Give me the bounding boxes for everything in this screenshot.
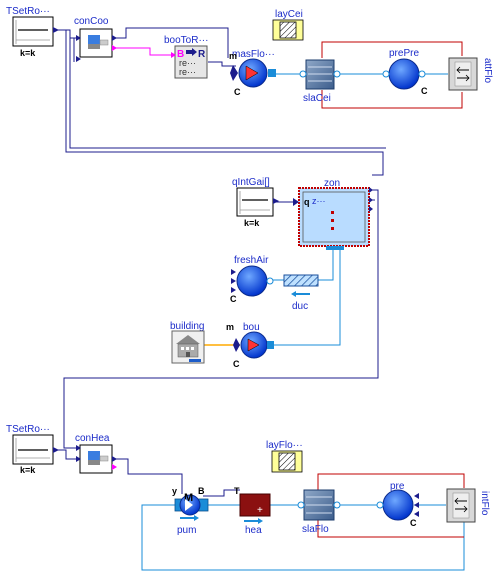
pum-block[interactable]: y B M pum xyxy=(172,486,209,536)
hea-name: hea xyxy=(245,525,262,536)
building-name: building xyxy=(170,321,204,332)
heat-line xyxy=(321,90,463,109)
tsetroo-bottom-param: k=k xyxy=(20,465,36,475)
bootor-row2: re··· xyxy=(179,67,196,77)
bou-name: bou xyxy=(243,322,260,333)
tsetroo-bottom-block[interactable]: TSetRo··· k=k xyxy=(6,424,59,475)
signal-line xyxy=(113,27,229,58)
intflo-block[interactable]: intFlo xyxy=(446,488,490,523)
arrow-right-icon xyxy=(186,48,197,56)
connection-lines xyxy=(52,27,465,571)
svg-text:C: C xyxy=(233,359,240,369)
bootor-r-glyph: R xyxy=(198,49,206,60)
signal-line xyxy=(113,458,183,494)
signal-line xyxy=(63,189,379,449)
building-icon xyxy=(176,335,200,358)
freshair-block[interactable]: freshAir C xyxy=(230,255,274,304)
flow-arrow-icon xyxy=(244,518,263,524)
signal-line xyxy=(52,29,80,39)
concoo-name: conCoo xyxy=(74,16,109,27)
svg-text:C: C xyxy=(230,294,237,304)
laycei-block[interactable]: layCei xyxy=(272,9,304,41)
hea-port-t: T xyxy=(234,486,240,496)
heat-line xyxy=(321,41,463,58)
pre-block[interactable]: pre C xyxy=(376,481,419,528)
masflo-name: masFlo··· xyxy=(232,49,275,60)
zon-port-z: z··· xyxy=(312,196,326,206)
heat-line xyxy=(317,473,465,490)
attflo-name: attFlo xyxy=(482,58,493,83)
layflo-block[interactable]: layFlo··· xyxy=(266,440,303,473)
flow-arrow-icon xyxy=(180,515,199,521)
laycei-name: layCei xyxy=(275,9,303,20)
boolean-line xyxy=(113,47,176,56)
pre-name: pre xyxy=(390,481,405,492)
bootor-name: booToR··· xyxy=(164,35,208,46)
slacei-block[interactable]: slaCei xyxy=(299,59,341,104)
conhea-name: conHea xyxy=(75,433,110,444)
qintgai-block[interactable]: qIntGai[] k=k xyxy=(232,177,279,228)
freshair-name: freshAir xyxy=(234,255,269,266)
attflo-block[interactable]: attFlo xyxy=(448,57,493,91)
layflo-name: layFlo··· xyxy=(266,440,303,451)
bootor-b-glyph: B xyxy=(177,49,184,60)
intflo-name: intFlo xyxy=(479,491,490,516)
prepre-block[interactable]: prePre C xyxy=(382,48,428,96)
slaflo-block[interactable]: slaFlo xyxy=(297,489,341,535)
concoo-block[interactable]: conCoo xyxy=(74,16,117,62)
prepre-name: prePre xyxy=(389,48,419,59)
masflo-block[interactable]: masFlo··· m C xyxy=(229,49,276,97)
bou-block[interactable]: bou m C xyxy=(226,322,274,369)
duc-block[interactable]: duc xyxy=(283,274,319,312)
conhea-block[interactable]: conHea xyxy=(75,433,117,474)
tsetroo-top-param: k=k xyxy=(20,48,36,58)
slaflo-name: slaFlo xyxy=(302,524,329,535)
qintgai-name: qIntGai[] xyxy=(232,177,270,188)
hea-block[interactable]: T + hea xyxy=(234,486,271,536)
heat-line xyxy=(317,520,464,538)
pum-port-y: y xyxy=(172,486,177,496)
svg-text:+: + xyxy=(257,505,263,516)
signal-line xyxy=(65,30,384,176)
zon-name: zon xyxy=(324,178,340,189)
qintgai-param: k=k xyxy=(244,218,260,228)
pum-name: pum xyxy=(177,525,196,536)
zon-block[interactable]: zon q z··· xyxy=(293,178,373,250)
zon-port-q: q xyxy=(304,197,310,207)
svg-text:C: C xyxy=(410,518,417,528)
tsetroo-top-name: TSetRo··· xyxy=(6,6,50,17)
signal-line xyxy=(69,38,386,149)
flow-arrow-icon xyxy=(291,291,310,297)
signal-line xyxy=(208,61,236,67)
pum-port-b: B xyxy=(198,486,205,496)
fluid-line xyxy=(270,247,341,346)
fluid-line xyxy=(141,504,465,571)
building-block[interactable]: building xyxy=(170,321,205,364)
slacei-name: slaCei xyxy=(303,93,331,104)
fluid-line xyxy=(318,247,334,281)
tsetroo-bottom-name: TSetRo··· xyxy=(6,424,50,435)
pum-glyph-m: M xyxy=(184,492,193,504)
bou-port-m: m xyxy=(226,322,234,332)
masflo-port-m: m xyxy=(229,51,237,61)
bootor-block[interactable]: booToR··· B R re··· re··· xyxy=(164,35,208,79)
duc-name: duc xyxy=(292,301,308,312)
svg-text:C: C xyxy=(421,86,428,96)
tsetroo-top-block[interactable]: TSetRo··· k=k xyxy=(6,6,59,58)
signal-line xyxy=(203,489,240,497)
bootor-row1: re··· xyxy=(179,58,196,68)
svg-text:C: C xyxy=(234,87,241,97)
